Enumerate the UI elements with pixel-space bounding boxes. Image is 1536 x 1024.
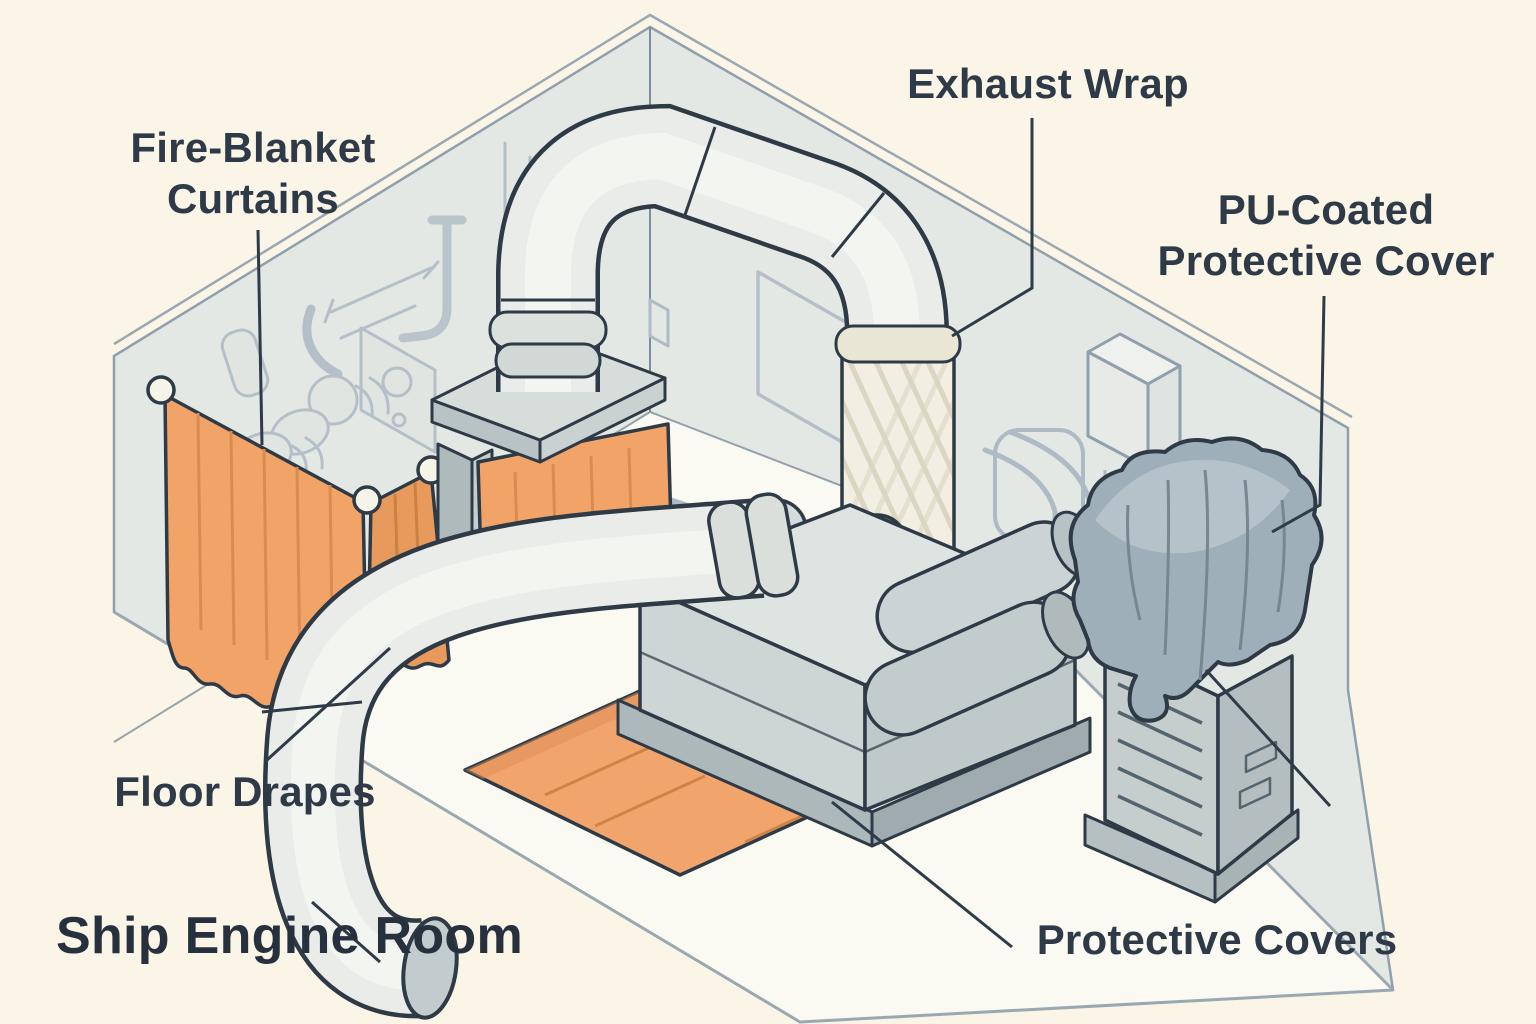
cabinet-detail-plates [1238, 740, 1278, 810]
leader-floor-drapes [265, 646, 392, 762]
leader-protective-covers-cabinet [1204, 668, 1332, 808]
curtain-pleats [196, 412, 335, 687]
machinery-rail-pipe [323, 260, 440, 324]
wall-electrical-box [1086, 332, 1182, 548]
covered-cabinet [1068, 436, 1324, 904]
loop-pipe-flange [401, 916, 459, 1020]
wrap-top-rim [834, 324, 962, 364]
machinery-panel-dial [381, 366, 413, 398]
machinery-panel [359, 326, 437, 454]
wall-top-edge [113, 13, 1353, 419]
leader-fire-blanket [256, 229, 264, 446]
curtain-ring [146, 375, 176, 405]
machinery-curved-pipe [302, 304, 343, 379]
drape-fold-lines [1126, 469, 1286, 681]
floor-mat-seams [544, 678, 871, 844]
drape-top-highlight [1095, 459, 1290, 554]
machinery-vertical-pipe [398, 215, 467, 343]
diagram-title: Ship Engine Room [56, 907, 524, 965]
cabinet-body-side [1216, 654, 1294, 876]
machinery-pump [307, 374, 359, 426]
wall-vent-slot [648, 298, 670, 348]
label-floor-drapes: Floor Drapes [114, 768, 376, 815]
machinery-panel-knob [391, 412, 407, 428]
loop-pipe-joints [261, 700, 381, 964]
leader-lines [256, 118, 1332, 949]
curtain-ring [352, 485, 382, 515]
label-fire-blanket-curtains: Fire-Blanket Curtains [130, 124, 376, 223]
wrap-hatching [844, 348, 952, 592]
leader-pu-cover [1271, 295, 1326, 534]
loop-pipe-collar [744, 492, 800, 598]
valance-pleats [513, 447, 634, 571]
loop-pipe [261, 492, 800, 1020]
machinery-pump-rings [354, 376, 390, 418]
label-protective-covers: Protective Covers [1036, 916, 1398, 963]
arch-pipe-highlight [525, 132, 920, 415]
label-exhaust-wrap: Exhaust Wrap [907, 60, 1189, 107]
arch-duct-pipe [488, 103, 949, 415]
leader-protective-covers-mat [831, 800, 1013, 949]
leader-exhaust-wrap [951, 118, 1034, 338]
label-pu-coated-protective-cover: PU-Coated Protective Cover [1157, 186, 1495, 285]
pipe-collar [494, 342, 602, 379]
machinery-rail-pipe-2 [339, 304, 417, 340]
pipe-joint-lines [501, 126, 886, 302]
